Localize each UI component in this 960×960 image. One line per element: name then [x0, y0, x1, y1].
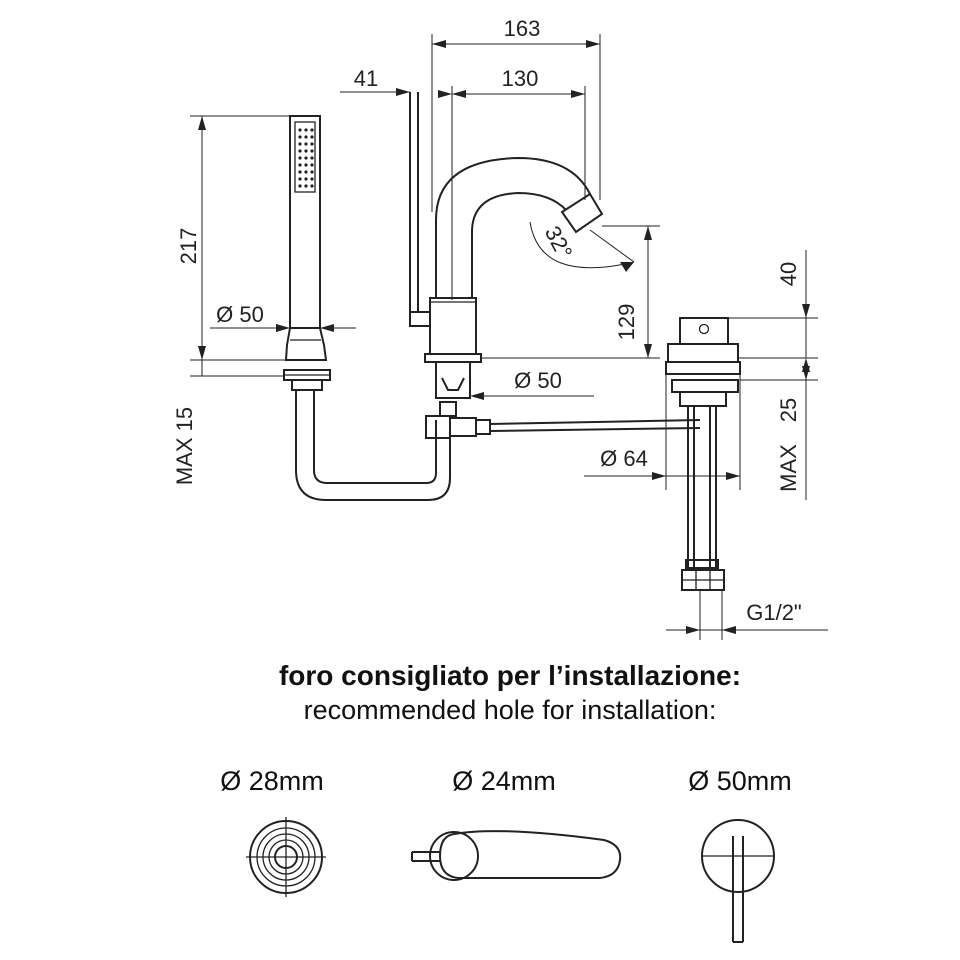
hole-label-28: Ø 28mm	[220, 766, 324, 796]
dim-angle-32: 32°	[540, 222, 578, 263]
dim-dia64: Ø 64	[600, 446, 648, 471]
dim-dia50-handshower: Ø 50	[216, 302, 264, 327]
installation-title: foro consigliato per l’installazione:	[278, 660, 742, 691]
hole-diagram-24	[411, 830, 622, 881]
connection-hose	[489, 419, 701, 432]
dim-g12: G1/2"	[746, 600, 802, 625]
dimension-lines	[190, 34, 828, 640]
dim-163: 163	[504, 16, 541, 41]
hole-label-24: Ø 24mm	[452, 766, 556, 796]
dim-25: 25	[776, 398, 801, 422]
hole-labels: Ø 28mm Ø 24mm Ø 50mm	[220, 766, 792, 796]
hand-shower	[283, 115, 451, 501]
dim-dia50-spout: Ø 50	[514, 368, 562, 393]
installation-subtitle: recommended hole for installation:	[303, 695, 717, 725]
dim-max15: MAX 15	[172, 407, 197, 485]
dim-129: 129	[614, 304, 639, 341]
dim-41: 41	[354, 66, 378, 91]
dim-max: MAX	[776, 444, 801, 492]
dim-40: 40	[776, 262, 801, 286]
hole-diagram-28	[246, 817, 326, 897]
dim-130: 130	[502, 66, 539, 91]
hole-diagram-50	[701, 819, 775, 943]
spout	[409, 92, 604, 439]
mixer-control	[665, 317, 741, 591]
dim-217: 217	[176, 228, 201, 265]
dimension-labels: 163 41 130 217 Ø 50 32° 129 Ø 50 MAX 15 …	[172, 16, 802, 625]
hole-label-50: Ø 50mm	[688, 766, 792, 796]
